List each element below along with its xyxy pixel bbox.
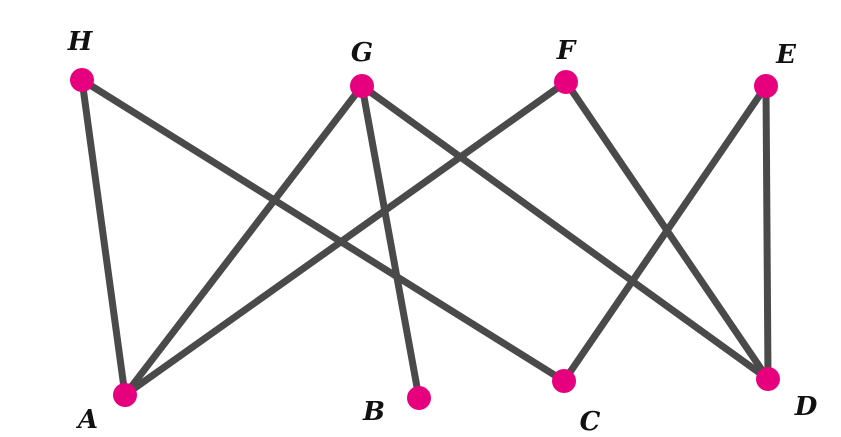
edge-h-a: [78, 76, 129, 399]
node-label-a: A: [75, 405, 98, 435]
node-label-d: D: [794, 392, 818, 422]
node-a: [113, 383, 137, 407]
edges-layer: [78, 76, 772, 402]
edge-e-c: [560, 82, 770, 385]
node-label-h: H: [67, 27, 94, 57]
node-c: [552, 369, 576, 393]
nodes-layer: [70, 68, 780, 410]
edge-f-a: [121, 78, 570, 399]
labels-layer: H G F E A B C D: [67, 27, 818, 437]
node-label-e: E: [775, 40, 797, 70]
node-h: [70, 68, 94, 92]
node-e: [754, 74, 778, 98]
edge-g-b: [358, 82, 423, 402]
node-b: [407, 386, 431, 410]
node-label-g: G: [351, 38, 373, 68]
edge-h-c: [78, 76, 568, 385]
node-label-b: B: [362, 397, 385, 427]
node-label-f: F: [556, 36, 577, 66]
edge-e-d: [762, 82, 772, 383]
node-f: [554, 70, 578, 94]
edge-g-a: [121, 82, 366, 399]
node-label-c: C: [580, 407, 601, 437]
edge-g-d: [358, 82, 772, 383]
node-d: [756, 367, 780, 391]
node-g: [350, 74, 374, 98]
